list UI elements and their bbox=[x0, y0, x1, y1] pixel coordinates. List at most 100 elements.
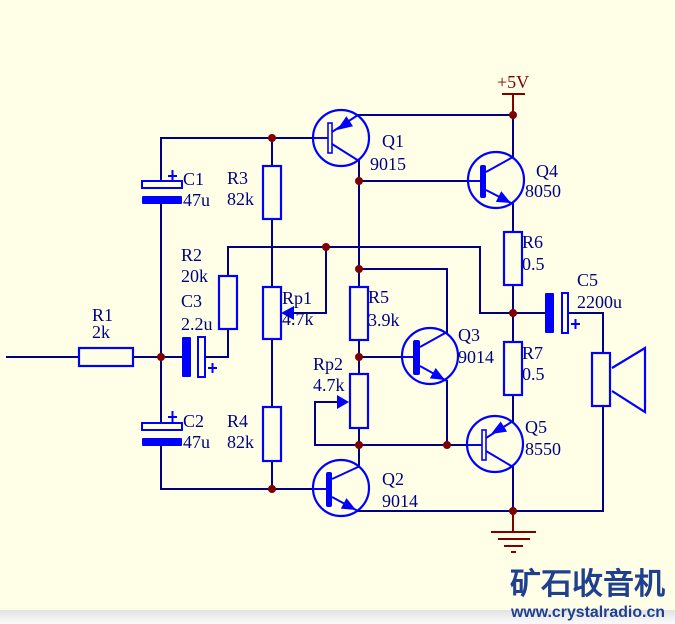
negative-plate bbox=[142, 438, 182, 446]
capacitor-C1: C1 47u bbox=[141, 169, 210, 210]
resistor-body bbox=[502, 230, 524, 287]
transistor-Q2: Q2 9014 bbox=[311, 458, 418, 518]
Q1-value: 9015 bbox=[370, 154, 406, 174]
C5-value: 2200u bbox=[577, 292, 622, 312]
speaker-cone bbox=[611, 346, 647, 415]
junction-dot bbox=[355, 441, 363, 449]
wire-rp1-wiper bbox=[292, 246, 327, 314]
Rp2-value: 4.7k bbox=[313, 375, 345, 395]
R1-value: 2k bbox=[92, 322, 110, 342]
R1-designator: R1 bbox=[92, 305, 113, 325]
bottom-shadow-band bbox=[0, 610, 675, 624]
base-bar bbox=[413, 340, 420, 375]
resistor-body bbox=[77, 346, 135, 368]
resistor-body bbox=[502, 340, 524, 397]
resistor-R3: R3 82k bbox=[227, 164, 283, 221]
C3-value: 2.2u bbox=[181, 314, 213, 334]
R3-designator: R3 bbox=[227, 168, 248, 188]
polarity-plus-icon bbox=[571, 319, 580, 329]
watermark-url: www.crystalradio.cn bbox=[510, 604, 665, 621]
collector-lead bbox=[485, 156, 514, 173]
base-bar bbox=[480, 165, 486, 198]
speaker-icon bbox=[590, 346, 647, 415]
Q1-designator: Q1 bbox=[382, 131, 404, 151]
polarity-plus-icon bbox=[168, 170, 177, 181]
watermark-title: 矿石收音机 bbox=[510, 567, 665, 602]
emitter-arrow-icon bbox=[429, 368, 445, 380]
resistor-R1: R1 2k bbox=[77, 305, 135, 368]
Rp2-designator: Rp2 bbox=[313, 354, 343, 374]
potentiometer-Rp1: Rp1 4.7k bbox=[261, 285, 314, 341]
wiper-arrow-icon bbox=[281, 306, 294, 320]
R6-value: 0.5 bbox=[522, 254, 545, 274]
collector-lead bbox=[485, 450, 514, 468]
transistor-Q1: Q1 9015 bbox=[311, 108, 406, 174]
wire-c5-to-speaker bbox=[567, 312, 604, 354]
capacitor-C3: C3 2.2u bbox=[181, 291, 217, 378]
transistor-Q3: Q3 9014 bbox=[400, 325, 494, 386]
collector-lead bbox=[331, 466, 359, 480]
positive-plate bbox=[141, 180, 183, 189]
polarity-plus-icon bbox=[208, 363, 217, 373]
Q2-designator: Q2 bbox=[382, 469, 404, 489]
R3-value: 82k bbox=[227, 189, 254, 209]
positive-plate bbox=[561, 292, 569, 334]
Rp1-designator: Rp1 bbox=[282, 288, 312, 308]
negative-plate bbox=[182, 337, 191, 377]
resistor-body bbox=[217, 274, 239, 331]
potentiometer-Rp2: Rp2 4.7k bbox=[313, 354, 370, 430]
emitter-arrow-icon bbox=[340, 498, 356, 510]
Q3-value: 9014 bbox=[458, 347, 494, 367]
junction-dot bbox=[509, 111, 517, 119]
wire-rp2-wiper-loop bbox=[314, 401, 360, 446]
R4-value: 82k bbox=[227, 432, 254, 452]
junction-dot bbox=[322, 243, 330, 251]
speaker-magnet bbox=[590, 351, 612, 408]
C1-value: 47u bbox=[183, 190, 210, 210]
transistor-Q4: Q4 8050 bbox=[466, 150, 561, 210]
wiper-arrow-icon bbox=[337, 395, 349, 409]
Q4-designator: Q4 bbox=[536, 161, 558, 181]
collector-lead bbox=[419, 331, 448, 348]
Q2-value: 9014 bbox=[382, 491, 418, 511]
R6-designator: R6 bbox=[522, 232, 543, 252]
resistor-R4: R4 82k bbox=[227, 405, 283, 463]
potentiometer-body bbox=[348, 372, 370, 430]
base-bar bbox=[481, 429, 487, 461]
base-bar bbox=[327, 122, 333, 154]
capacitor-C2: C2 47u bbox=[141, 411, 210, 452]
R7-value: 0.5 bbox=[522, 364, 545, 384]
resistor-body bbox=[348, 285, 370, 342]
transistor-Q5: Q5 8550 bbox=[465, 414, 561, 474]
collector-lead bbox=[331, 143, 360, 162]
C1-designator: C1 bbox=[183, 169, 204, 189]
negative-plate bbox=[545, 293, 554, 333]
junction-dot bbox=[509, 309, 517, 317]
junction-dot bbox=[157, 353, 165, 361]
C2-designator: C2 bbox=[183, 411, 204, 431]
supply-label: +5V bbox=[497, 72, 529, 92]
capacitor-C5: C5 2200u bbox=[545, 270, 622, 334]
junction-dot bbox=[443, 441, 451, 449]
resistor-R6: R6 0.5 bbox=[502, 230, 545, 287]
junction-dot bbox=[355, 265, 363, 273]
R4-designator: R4 bbox=[227, 411, 248, 431]
C2-value: 47u bbox=[183, 432, 210, 452]
R2-value: 20k bbox=[181, 266, 208, 286]
Q3-designator: Q3 bbox=[458, 325, 480, 345]
C5-designator: C5 bbox=[577, 270, 598, 290]
emitter-arrow-icon bbox=[337, 116, 353, 130]
negative-plate bbox=[142, 196, 182, 204]
wire-c3-to-r2 bbox=[204, 328, 229, 358]
positive-plate bbox=[141, 422, 183, 431]
emitter-arrow-icon bbox=[491, 421, 508, 434]
base-bar bbox=[326, 472, 332, 507]
Rp1-value: 4.7k bbox=[282, 309, 314, 329]
R5-designator: R5 bbox=[368, 287, 389, 307]
wire-q3-collector bbox=[358, 268, 448, 333]
junctions bbox=[157, 111, 517, 515]
R5-value: 3.9k bbox=[368, 310, 400, 330]
junction-dot bbox=[355, 177, 363, 185]
Q5-designator: Q5 bbox=[525, 417, 547, 437]
